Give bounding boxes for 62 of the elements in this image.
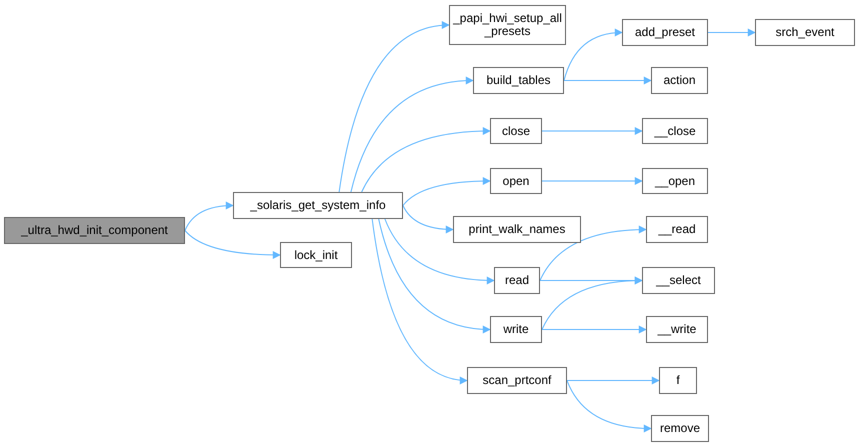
- function-box: [651, 415, 709, 442]
- function-box: [449, 5, 566, 45]
- function-box: [490, 118, 542, 144]
- function-name: f: [676, 374, 680, 387]
- function-box: [280, 242, 352, 268]
- arrow: [402, 177, 491, 206]
- function-name: _ultra_hwd_init_component: [21, 224, 168, 237]
- function-box: [490, 316, 542, 343]
- function-name: __open: [654, 174, 696, 188]
- function-name: lock_init: [294, 248, 338, 262]
- function-name: scan_prtconf: [482, 374, 552, 387]
- function-name: action: [663, 74, 696, 87]
- function-name: __write: [658, 323, 696, 336]
- function-box: [622, 19, 708, 46]
- function-box: [453, 216, 581, 243]
- arrow: [540, 226, 647, 281]
- function-name: print_walk_names: [468, 223, 566, 236]
- arrow: [372, 218, 468, 384]
- function-box: [4, 217, 185, 244]
- function-name: open: [502, 174, 530, 188]
- function-box: [494, 267, 540, 294]
- function-name: srch_event: [776, 26, 834, 39]
- function-name: _solaris_get_system_info: [250, 199, 386, 212]
- function-name: add_preset: [634, 26, 696, 39]
- function-box: [467, 367, 567, 394]
- function-name: remove: [660, 422, 700, 435]
- arrow: [338, 22, 450, 192]
- arrow: [361, 127, 491, 192]
- function-name: read: [504, 274, 530, 287]
- function-box: [473, 67, 564, 94]
- function-box: [651, 67, 708, 94]
- function-box: [642, 168, 708, 194]
- function-name: write: [503, 323, 529, 336]
- arrow: [542, 177, 643, 185]
- arrow: [566, 376, 660, 384]
- arrow: [564, 76, 652, 84]
- function-box: [755, 19, 855, 46]
- function-name: _papi_hwi_setup_all _presets: [452, 12, 563, 38]
- function-name: close: [502, 124, 530, 138]
- arrow: [184, 202, 234, 231]
- function-name: __read: [658, 223, 696, 236]
- function-box: [646, 316, 708, 343]
- function-box: [490, 168, 542, 194]
- function-name: __select: [656, 274, 701, 287]
- arrow: [378, 218, 491, 334]
- arrow: [350, 76, 474, 192]
- function-name: build_tables: [486, 74, 551, 87]
- function-box: [659, 367, 697, 394]
- arrow: [384, 218, 495, 284]
- function-box: [233, 192, 403, 219]
- function-name: __close: [654, 124, 696, 138]
- arrow: [564, 28, 623, 81]
- function-box: [642, 267, 715, 294]
- arrow: [708, 28, 756, 36]
- arrow: [542, 276, 643, 330]
- arrow: [566, 380, 652, 432]
- arrow: [542, 127, 643, 135]
- function-box: [642, 118, 708, 144]
- arrow: [402, 205, 454, 234]
- arrow: [542, 326, 647, 334]
- function-box: [646, 216, 708, 243]
- arrow: [184, 230, 281, 259]
